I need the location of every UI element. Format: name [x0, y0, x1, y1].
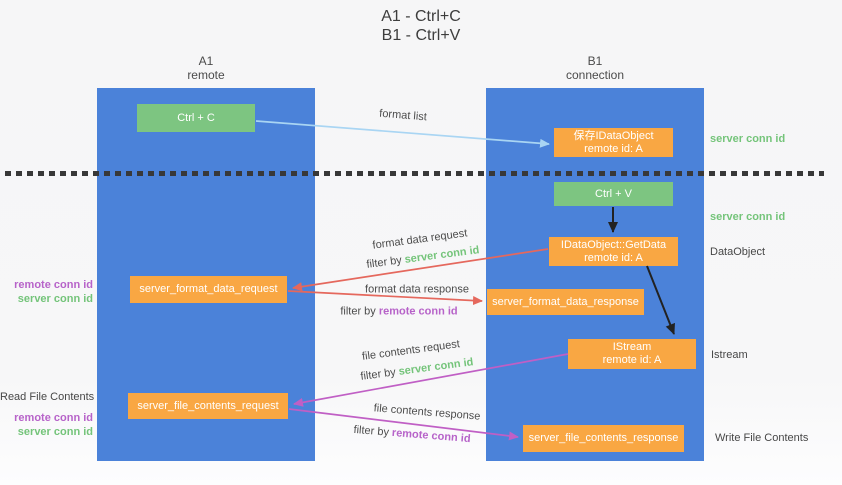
- lane-a-role: remote: [187, 68, 225, 82]
- ctrl-c-label: Ctrl + C: [177, 111, 215, 124]
- ctrl-v-label: Ctrl + V: [595, 187, 632, 200]
- ctrl-v-node: Ctrl + V: [554, 182, 673, 206]
- lane-b-header: B1 connection: [486, 54, 704, 82]
- lane-b-role: connection: [565, 68, 625, 82]
- left-server-conn-id-bottom: server conn id: [17, 426, 93, 438]
- lane-a-name: A1: [198, 54, 214, 68]
- left-remote-conn-id-bottom: remote conn id: [14, 412, 93, 424]
- server-format-data-request-label: server_format_data_request: [139, 283, 278, 295]
- title-line-2: B1 - Ctrl+V: [381, 27, 461, 44]
- lane-b-name: B1: [587, 54, 603, 68]
- istream-remote-id: remote id: A: [602, 354, 662, 366]
- right-istream-label: Istream: [711, 349, 748, 361]
- getdata-remote-id: remote id: A: [584, 251, 643, 264]
- server-conn-id-text: server conn id: [397, 356, 475, 378]
- file-contents-response-label: file contents response: [373, 402, 481, 423]
- right-server-conn-id-top: server conn id: [710, 133, 786, 145]
- title-line-1: A1 - Ctrl+C: [381, 8, 461, 25]
- right-dataobject-label: DataObject: [710, 246, 766, 258]
- idataobject-getdata-node: IDataObject::GetData remote id: A: [549, 237, 678, 266]
- diagram-title: A1 - Ctrl+C B1 - Ctrl+V: [0, 7, 842, 45]
- filter-by-text: filter by: [359, 366, 397, 383]
- right-server-conn-id-mid: server conn id: [710, 211, 786, 223]
- server-file-contents-request-node: server_file_contents_request: [128, 393, 288, 419]
- ctrl-c-node: Ctrl + C: [137, 104, 255, 132]
- server-file-contents-response-label: server_file_contents_response: [528, 432, 679, 444]
- left-read-file-contents-label: Read File Contents: [0, 391, 95, 403]
- filter-by-text: filter by: [365, 254, 403, 271]
- save-idataobject-node: 保存IDataObject remote id: A: [554, 128, 673, 157]
- left-server-conn-id-top: server conn id: [17, 293, 93, 305]
- istream-title: IStream: [612, 341, 652, 353]
- getdata-title: IDataObject::GetData: [560, 238, 667, 251]
- remote-conn-id-text: remote conn id: [391, 426, 471, 446]
- server-format-data-response-label: server_format_data_response: [492, 295, 639, 308]
- server-conn-id-text: server conn id: [403, 244, 481, 266]
- save-idataobject-remote-id: remote id: A: [584, 142, 643, 155]
- save-idataobject-title: 保存IDataObject: [573, 129, 654, 142]
- server-format-data-response-node: server_format_data_response: [487, 289, 644, 315]
- lane-a-header: A1 remote: [97, 54, 315, 82]
- left-remote-conn-id-top: remote conn id: [14, 279, 93, 291]
- format-list-label: format list: [378, 107, 428, 124]
- istream-node: IStream remote id: A: [568, 339, 696, 369]
- server-file-contents-response-node: server_file_contents_response: [523, 425, 684, 452]
- server-format-data-request-node: server_format_data_request: [130, 276, 287, 303]
- filter-by-text: filter by: [340, 305, 376, 318]
- format-data-response-label: format data response: [365, 283, 469, 296]
- remote-conn-id-text: remote conn id: [378, 305, 458, 318]
- filter-by-text: filter by: [353, 423, 390, 439]
- server-file-contents-request-label: server_file_contents_request: [137, 399, 279, 412]
- machine-boundary-dotted-line: [5, 171, 824, 176]
- right-write-file-contents-label: Write File Contents: [715, 432, 809, 444]
